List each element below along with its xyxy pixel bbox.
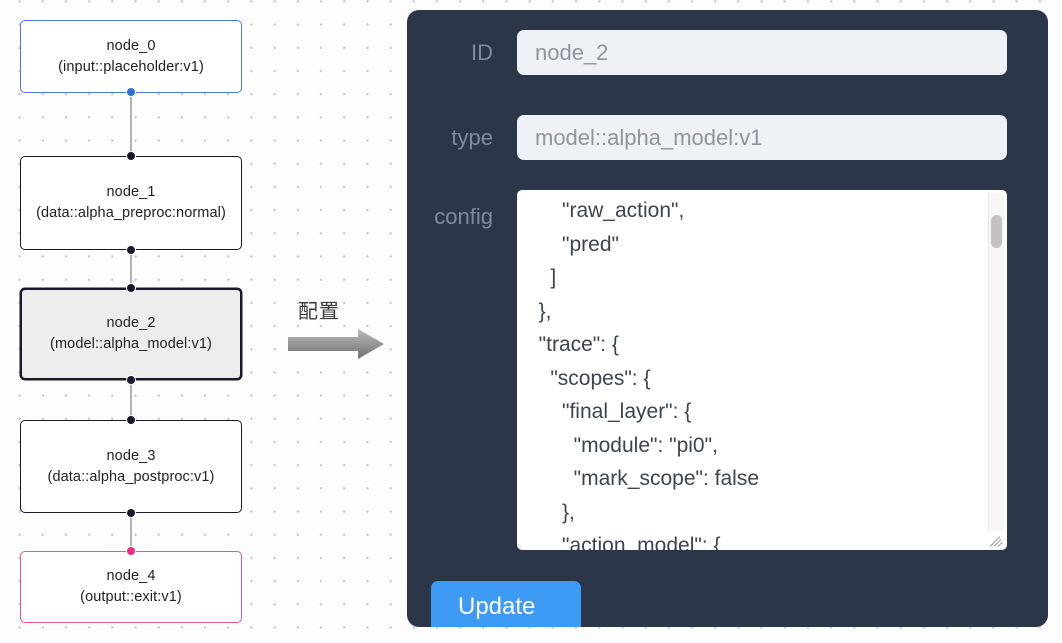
field-row-id: ID xyxy=(407,30,1048,75)
flow-node-node_3[interactable]: node_3 (data::alpha_postproc:v1) xyxy=(20,420,242,513)
type-input[interactable] xyxy=(517,115,1007,160)
flow-node-node_1[interactable]: node_1 (data::alpha_preproc:normal) xyxy=(20,156,242,250)
config-textarea-wrap: "raw_action", "pred" ] }, "trace": { "sc… xyxy=(517,190,1007,550)
node-handle-source-node_1[interactable] xyxy=(126,245,136,255)
annotation-label: 配置 xyxy=(298,299,340,323)
node-handle-target-node_2[interactable] xyxy=(126,283,136,293)
annotation-configure: 配置 xyxy=(288,295,398,365)
node-handle-source-node_0[interactable] xyxy=(126,87,136,97)
edge-node0-node1 xyxy=(130,92,132,156)
edge-node1-node2 xyxy=(130,250,132,288)
flow-node-label: node_4 (output::exit:v1) xyxy=(80,568,182,605)
flow-node-label: node_1 (data::alpha_preproc:normal) xyxy=(36,184,226,221)
flow-node-label: node_2 (model::alpha_model:v1) xyxy=(50,315,212,352)
node-handle-target-node_1[interactable] xyxy=(126,151,136,161)
flow-node-node_2[interactable]: node_2 (model::alpha_model:v1) xyxy=(20,288,242,380)
node-handle-source-node_2[interactable] xyxy=(126,375,136,385)
node-handle-target-node_4[interactable] xyxy=(126,546,136,556)
edge-node2-node3 xyxy=(130,380,132,419)
right-arrow-icon xyxy=(288,329,384,359)
config-field-label: config xyxy=(434,204,493,229)
flow-node-node_4[interactable]: node_4 (output::exit:v1) xyxy=(20,551,242,623)
config-scrollbar-thumb[interactable] xyxy=(991,215,1002,248)
id-field-label: ID xyxy=(471,39,493,65)
field-row-config: config "raw_action", "pred" ] }, "trace"… xyxy=(407,190,1048,550)
flow-node-label: node_0 (input::placeholder:v1) xyxy=(58,37,204,75)
node-config-panel: 知乎 @2025OAI分享 ID type config "raw_action… xyxy=(407,10,1048,627)
resize-grip-icon[interactable] xyxy=(989,533,1005,549)
update-button[interactable]: Update xyxy=(431,581,581,627)
field-row-type: type xyxy=(407,115,1048,160)
config-scrollbar[interactable] xyxy=(988,193,1004,531)
node-handle-target-node_3[interactable] xyxy=(126,415,136,425)
flow-node-node_0[interactable]: node_0 (input::placeholder:v1) xyxy=(20,20,242,93)
node-handle-source-node_3[interactable] xyxy=(126,508,136,518)
edge-node3-node4 xyxy=(130,513,132,551)
type-field-label: type xyxy=(451,124,493,150)
flow-node-label: node_3 (data::alpha_postproc:v1) xyxy=(47,447,215,485)
id-input[interactable] xyxy=(517,30,1007,75)
config-textarea[interactable]: "raw_action", "pred" ] }, "trace": { "sc… xyxy=(517,190,1007,550)
